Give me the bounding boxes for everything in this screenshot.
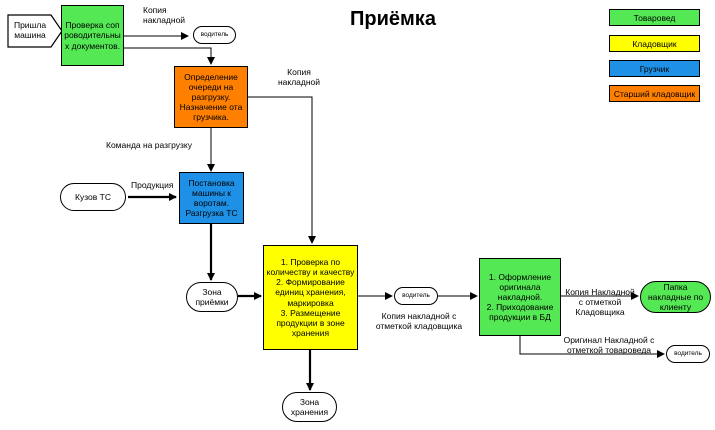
node-register: 1. Оформление оригинала накладной. 2. Пр… bbox=[479, 258, 561, 336]
node-body-ts: Кузов ТС bbox=[60, 183, 126, 211]
legend-merchandiser: Товаровед bbox=[609, 9, 700, 26]
legend-senior-storekeeper: Старший кладовщик bbox=[609, 85, 700, 102]
label-unload-command: Команда на разгрузку bbox=[106, 140, 192, 150]
legend-loader: Грузчик bbox=[609, 60, 700, 77]
node-driver-1: водитель bbox=[193, 26, 236, 44]
legend-storekeeper: Кладовщик bbox=[609, 35, 700, 52]
label-original: Оригинал Накладной с отметкой товароведа bbox=[563, 335, 655, 356]
node-arrived: Пришла машина bbox=[13, 20, 47, 41]
label-copy-stamp-2: Копия Накладной с отметкой Кладовщика bbox=[565, 287, 635, 318]
edge-register-to-driver3 bbox=[519, 336, 665, 358]
label-copy-2: Копия накладной bbox=[277, 67, 321, 88]
node-checks: 1. Проверка по количеству и качеству 2. … bbox=[263, 245, 358, 350]
page-title: Приёмка bbox=[350, 8, 436, 30]
node-check-docs: Проверка сопроводительных документов. bbox=[61, 5, 124, 66]
node-zone-storage: Зона хранения bbox=[282, 392, 337, 422]
node-driver-3: водитель bbox=[666, 345, 710, 363]
node-folder: Папка накладные по клиенту bbox=[640, 281, 711, 313]
node-driver-2: водитель bbox=[394, 287, 438, 305]
node-queue: Определение очереди на разгрузку. Назнач… bbox=[174, 66, 248, 128]
label-products: Продукция bbox=[131, 180, 174, 190]
node-zone-accept: Зона приёмки bbox=[186, 282, 238, 312]
edge-queue-to-checks bbox=[248, 96, 316, 244]
label-copy-stamp: Копия накладной с отметкой кладовщика bbox=[375, 311, 463, 332]
label-copy-1: Копия накладной bbox=[143, 5, 186, 26]
node-unload: Постановка машины к воротам. Разгрузка Т… bbox=[179, 172, 244, 224]
start-arrow-shape bbox=[7, 14, 63, 48]
